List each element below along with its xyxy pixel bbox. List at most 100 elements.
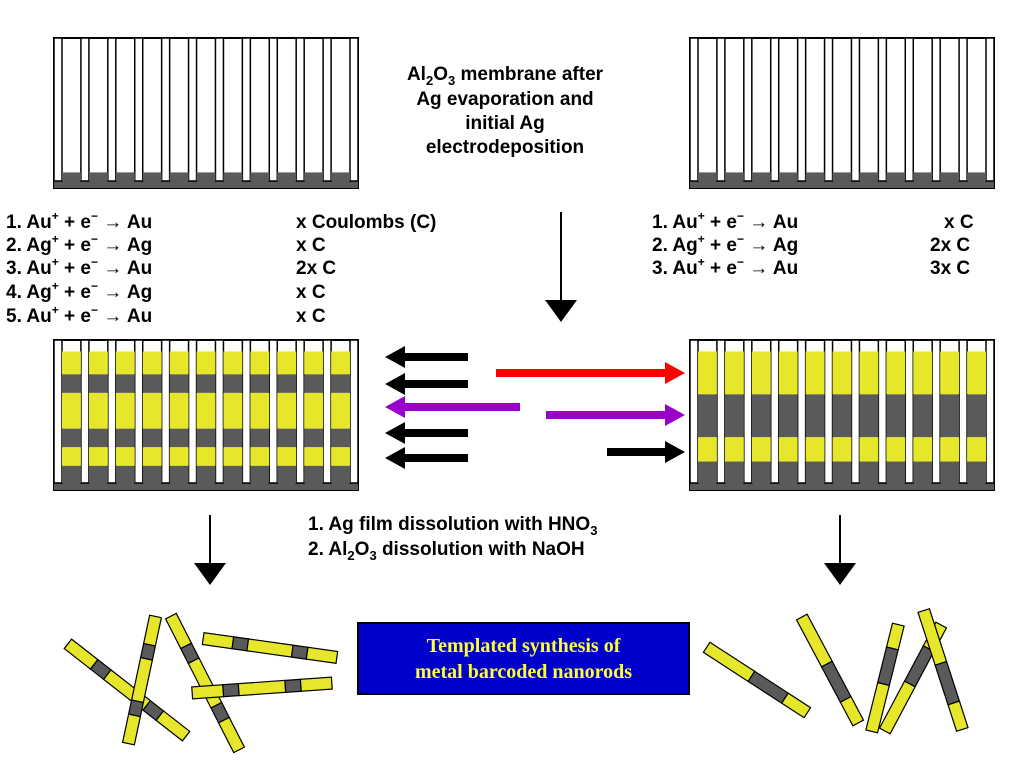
silver-segment xyxy=(698,394,717,438)
gold-segment xyxy=(88,392,108,429)
pore-wall xyxy=(133,37,144,182)
pore-wall xyxy=(796,339,807,484)
rod-gold-segment xyxy=(246,638,294,658)
silver-segment xyxy=(115,374,135,393)
membrane-top-right xyxy=(689,37,995,189)
silver-segment xyxy=(940,394,960,438)
down-arrow-center xyxy=(545,212,577,322)
gold-segment xyxy=(169,351,189,375)
gold-segment xyxy=(331,392,350,429)
silver-segment xyxy=(832,172,852,181)
silver-segment xyxy=(250,172,270,181)
silver-segment xyxy=(967,172,986,181)
pore-wall xyxy=(877,339,888,484)
pore-wall xyxy=(904,37,915,182)
pore-wall xyxy=(743,339,753,484)
silver-segment xyxy=(115,172,135,181)
silver-segment xyxy=(913,394,933,438)
silver-segment xyxy=(196,428,216,448)
pore-wall xyxy=(769,37,780,182)
silver-segment xyxy=(698,172,717,181)
silver-segment xyxy=(115,428,135,448)
pore-wall xyxy=(241,339,252,484)
arrow-left-1 xyxy=(385,346,468,368)
gold-segment xyxy=(304,392,324,429)
rod-gold-segment xyxy=(305,646,339,665)
silver-segment xyxy=(940,461,960,483)
gold-segment xyxy=(859,437,879,462)
silver-segment xyxy=(62,428,81,448)
gold-segment xyxy=(196,351,216,375)
gold-segment xyxy=(859,351,879,395)
arrow-left-purple xyxy=(385,396,520,418)
pore-wall xyxy=(214,37,225,182)
pore-wall xyxy=(241,37,252,182)
pore-wall xyxy=(80,339,90,484)
silver-segment xyxy=(142,428,162,448)
gold-segment xyxy=(304,447,324,466)
silver-segment xyxy=(832,461,852,483)
membrane-top-left xyxy=(53,37,359,189)
silver-segment xyxy=(62,465,81,483)
gold-segment xyxy=(115,392,135,429)
silver-segment xyxy=(169,172,189,181)
nanorod xyxy=(795,613,865,727)
gold-segment xyxy=(142,351,162,375)
gold-segment xyxy=(751,437,771,462)
pore-wall xyxy=(53,37,63,182)
silver-segment xyxy=(223,428,243,448)
nanorod xyxy=(201,631,339,665)
silver-segment xyxy=(250,465,270,483)
silver-segment xyxy=(751,172,771,181)
silver-segment xyxy=(331,374,350,393)
gold-segment xyxy=(805,437,825,462)
pore-wall xyxy=(904,339,915,484)
silver-segment xyxy=(88,172,108,181)
arrow-right-black xyxy=(607,441,685,463)
silver-segment xyxy=(805,461,825,483)
pore-wall xyxy=(850,37,861,182)
gold-segment xyxy=(940,437,960,462)
pore-wall xyxy=(187,37,198,182)
gold-segment xyxy=(805,351,825,395)
arrow-left-3 xyxy=(385,422,468,444)
pore-wall xyxy=(268,339,279,484)
gold-segment xyxy=(88,351,108,375)
caption-line-4: electrodeposition xyxy=(426,137,584,158)
silver-segment xyxy=(724,461,744,483)
nanorod xyxy=(865,622,905,734)
gold-segment xyxy=(169,392,189,429)
silver-segment xyxy=(169,428,189,448)
silver-segment xyxy=(142,374,162,393)
pore-wall xyxy=(295,339,305,484)
silver-segment xyxy=(967,461,986,483)
pore-wall xyxy=(214,339,225,484)
gold-segment xyxy=(940,351,960,395)
silver-segment xyxy=(169,374,189,393)
rod-silver-segment xyxy=(284,678,302,693)
silver-segment xyxy=(277,172,297,181)
caption-line-3: initial Ag xyxy=(465,113,545,134)
pore-wall xyxy=(743,37,753,182)
rod-gold-segment xyxy=(237,679,287,697)
arrow-right-purple xyxy=(546,404,685,426)
rod-gold-segment xyxy=(121,713,142,746)
arrow-left-2 xyxy=(385,373,468,395)
silver-segment xyxy=(859,461,879,483)
pore-wall xyxy=(349,339,359,484)
silver-segment xyxy=(913,172,933,181)
rod-gold-segment xyxy=(142,614,163,647)
gold-segment xyxy=(142,447,162,466)
gold-segment xyxy=(250,447,270,466)
membrane-middle-left xyxy=(53,339,359,491)
pore-wall xyxy=(349,37,359,182)
gold-segment xyxy=(913,437,933,462)
gold-segment xyxy=(223,392,243,429)
pore-wall xyxy=(295,37,305,182)
gold-segment xyxy=(223,447,243,466)
